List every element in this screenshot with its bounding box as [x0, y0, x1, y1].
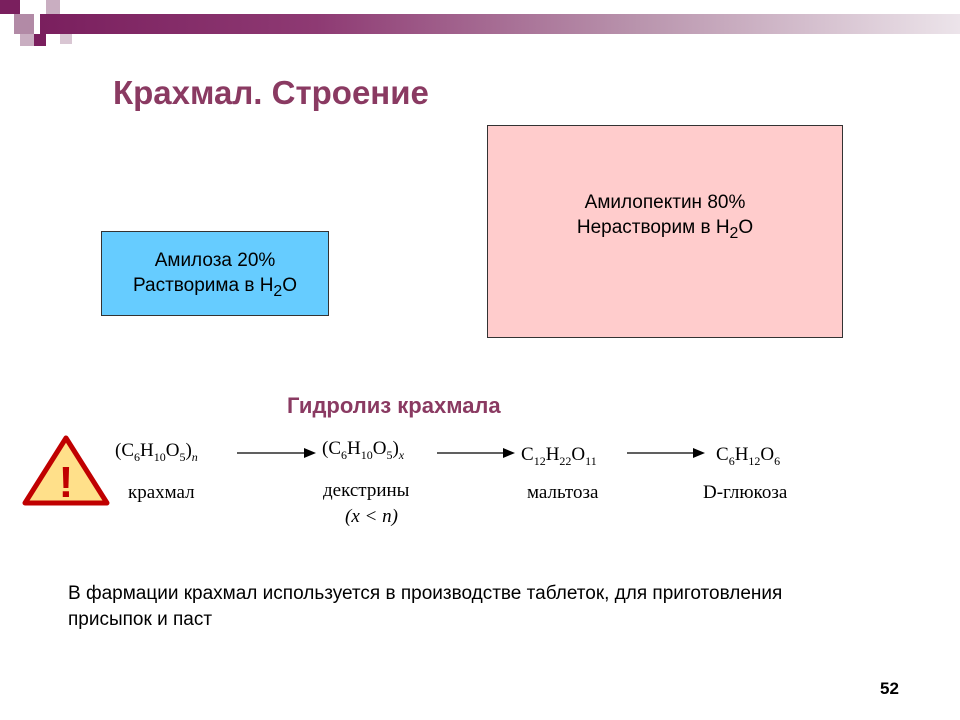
decor-square	[34, 34, 46, 46]
dextrins-label: декстрины	[323, 480, 410, 501]
reaction-arrow	[437, 448, 515, 458]
decor-square	[14, 14, 34, 34]
svg-text:!: !	[59, 458, 74, 507]
dextrins-condition: (x < n)	[345, 506, 398, 527]
maltose-formula: C12H22O11	[521, 444, 597, 468]
dextrins-formula: (C6H10O5)x	[322, 438, 405, 462]
starch-label: крахмал	[128, 482, 195, 503]
pharmacy-note: В фармации крахмал используется в произв…	[68, 583, 783, 630]
header-gradient-bar	[40, 14, 960, 34]
glucose-formula: C6H12O6	[716, 444, 781, 468]
slide-title: Крахмал. Строение	[113, 74, 429, 111]
amylose-percent: Амилоза 20%	[154, 250, 276, 271]
warning-triangle-icon: !	[22, 435, 110, 507]
amylose-box: Амилоза 20% Растворима в H2O	[101, 231, 329, 316]
reaction-arrow	[237, 448, 316, 458]
decor-square	[0, 0, 20, 14]
reaction-arrow	[627, 448, 705, 458]
hydrolysis-heading: Гидролиз крахмала	[287, 393, 501, 418]
amylopectin-box: Амилопектин 80% Нерастворим в H2O	[487, 125, 843, 338]
amylose-solubility: Растворима в H2O	[132, 275, 298, 300]
page-number: 52	[880, 679, 899, 698]
starch-formula: (C6H10O5)n	[115, 440, 198, 464]
glucose-label: D-глюкоза	[703, 482, 788, 503]
decor-square	[60, 34, 72, 44]
decor-square	[46, 0, 60, 14]
amylopectin-solubility: Нерастворим в H2O	[576, 217, 754, 242]
decor-square	[20, 34, 34, 46]
maltose-label: мальтоза	[527, 482, 599, 503]
amylopectin-percent: Амилопектин 80%	[584, 192, 746, 213]
